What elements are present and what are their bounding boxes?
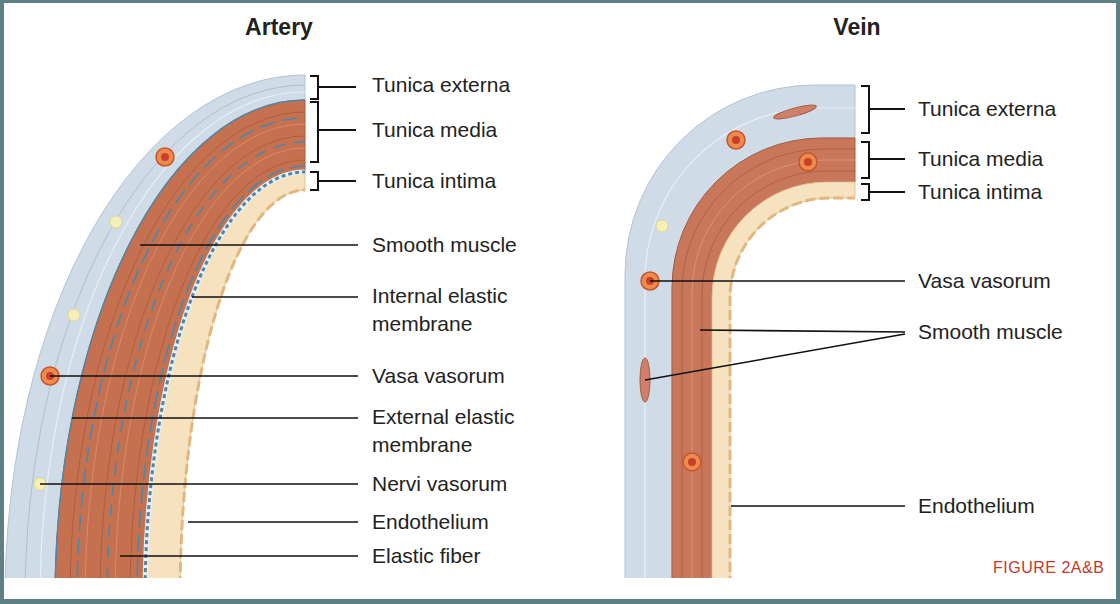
leader-line	[50, 375, 358, 377]
vasa-vasorum	[156, 148, 174, 166]
part-label: Nervi vasorum	[372, 470, 507, 498]
figure-label: FIGURE 2A&B	[993, 554, 1104, 582]
smooth-muscle-layer	[70, 112, 305, 578]
smooth-muscle-layer	[702, 171, 855, 578]
smooth-muscle-layer	[130, 160, 305, 578]
nervi-vasorum	[656, 220, 668, 232]
externa-fiber	[40, 92, 305, 578]
leader-line	[188, 521, 358, 523]
vasa-vasorum-lumen	[732, 136, 740, 144]
endothelium	[180, 190, 305, 578]
leader-lines	[40, 245, 905, 556]
smooth-muscle-cell	[773, 102, 818, 121]
artery-tunica-media	[55, 100, 305, 578]
part-label: Smooth muscle	[918, 318, 1063, 346]
elastic-fiber	[77, 118, 305, 578]
part-label: Vasa vasorum	[918, 267, 1051, 295]
smooth-muscle-layer	[682, 149, 855, 578]
smooth-muscle-layer	[692, 160, 855, 578]
vein-tunica-media	[672, 138, 855, 578]
internal-elastic-membrane	[145, 172, 305, 578]
leader-line	[192, 296, 358, 298]
artery-tunica-externa	[5, 75, 305, 578]
vessel-heading: Vein	[833, 13, 880, 41]
bracket	[861, 86, 905, 133]
leader-line	[72, 417, 358, 419]
layer-label: Tunica intima	[372, 167, 496, 195]
smooth-muscle-layer	[115, 148, 305, 578]
bracket	[861, 184, 905, 200]
vasa-vasorum-lumen	[161, 153, 169, 161]
vein-tunica-intima	[712, 182, 855, 578]
leader-line	[700, 330, 905, 332]
leader-line	[140, 244, 358, 246]
vessel-heading: Artery	[245, 13, 313, 41]
layer-label: Tunica externa	[372, 71, 510, 99]
part-label: Elastic fiber	[372, 542, 481, 570]
layer-label: Tunica externa	[918, 95, 1056, 123]
vasa-vasorum	[683, 453, 701, 471]
bracket	[310, 76, 356, 99]
bracket	[310, 102, 356, 162]
nervi-vasorum	[68, 309, 80, 321]
leader-line	[650, 280, 905, 282]
leader-line	[731, 505, 905, 507]
elastic-fiber	[107, 142, 305, 578]
part-label: Smooth muscle	[372, 231, 517, 259]
nervi-vasorum	[110, 216, 122, 228]
layer-label: Tunica intima	[918, 178, 1042, 206]
vasa-vasorum-lumen	[688, 458, 696, 466]
layer-label: Tunica media	[918, 145, 1043, 173]
smooth-muscle-layer	[100, 136, 305, 578]
smooth-muscle-layer	[85, 124, 305, 578]
leader-line	[645, 334, 905, 380]
externa-fiber	[25, 85, 305, 578]
part-label: Endothelium	[918, 492, 1035, 520]
part-label: Internal elastic membrane	[372, 282, 562, 338]
internal-elastic-membrane	[145, 172, 305, 578]
endothelium	[730, 198, 855, 578]
vasa-vasorum	[799, 153, 817, 171]
bracket	[861, 142, 905, 178]
leader-line	[120, 555, 358, 557]
artery-tunica-intima	[145, 172, 305, 578]
elastic-fiber	[137, 166, 305, 578]
leader-line	[40, 483, 358, 485]
layer-label: Tunica media	[372, 116, 497, 144]
part-label: Vasa vasorum	[372, 362, 505, 390]
artery-wall	[5, 75, 305, 578]
vasa-vasorum-lumen	[804, 158, 812, 166]
part-label: Endothelium	[372, 508, 489, 536]
externa-fiber	[645, 108, 855, 578]
part-label: External elastic membrane	[372, 403, 562, 459]
external-elastic-membrane	[55, 100, 305, 578]
white-panel	[4, 3, 1116, 599]
vasa-vasorum	[727, 131, 745, 149]
bracket	[310, 172, 356, 190]
